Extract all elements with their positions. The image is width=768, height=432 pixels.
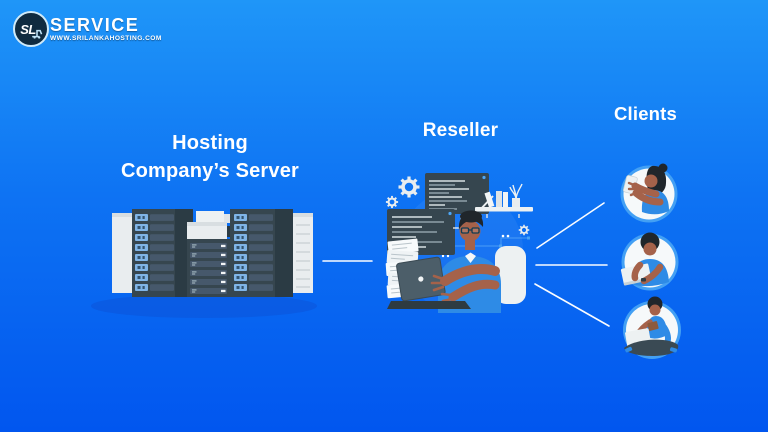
laptop-icon [396,256,446,302]
gear-icon-small [383,192,402,212]
line-reseller-to-client-3 [534,283,610,327]
clients-label: Clients [613,103,678,124]
server-rack-illustration [91,209,317,318]
forklift-icon [32,29,43,39]
server-rack-right [230,209,313,297]
glasses-icon [460,227,480,234]
server-rack-left [112,209,193,297]
brand-logo: SL SERVICE WWW.SRILANKAHOSTING.COM [13,11,162,47]
shelf [475,183,533,218]
hosting-server-label-line1: Hosting [172,132,248,154]
reseller-person [387,210,501,313]
line-reseller-to-client-1 [536,202,605,249]
code-window-top [425,173,489,214]
logo-badge: SL [13,11,49,47]
logo-monogram: SL [20,21,36,37]
reseller-label: Reseller [422,120,499,141]
hosting-server-label-line2: Company’s Server [120,160,300,182]
reseller-illustration [383,170,533,313]
hosting-server-label: Hosting Company’s Server [100,129,320,185]
man-with-laptop [620,232,669,287]
woman-with-phone [623,163,669,215]
client-3-avatar [623,296,681,359]
man-cross-legged-laptop [624,296,679,356]
client-1-avatar [620,163,678,223]
gear-icon [392,170,426,204]
brand-name: SERVICE [50,14,140,35]
logo-text: SERVICE WWW.SRILANKAHOSTING.COM [50,16,162,43]
brand-url: WWW.SRILANKAHOSTING.COM [50,34,162,42]
client-2-avatar [620,232,679,291]
plant-icon [509,183,523,200]
server-shadow [91,294,317,318]
